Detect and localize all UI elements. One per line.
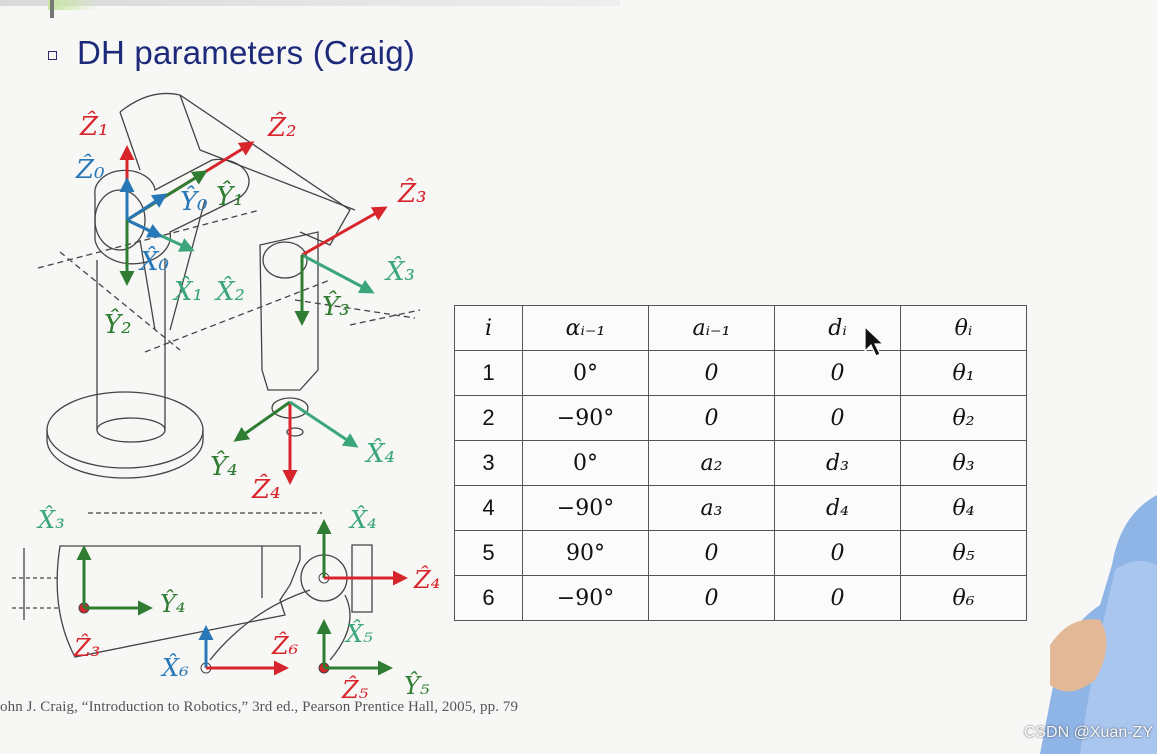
cell-d: d₃ [775, 441, 901, 486]
cell-d: 0 [775, 396, 901, 441]
table-row: 3 0° a₂ d₃ θ₃ [455, 441, 1027, 486]
square-bullet-icon [48, 51, 57, 60]
label-wrist-z3: Ẑ₃ [73, 633, 100, 662]
top-bar-tick [50, 0, 54, 18]
cell-a: a₂ [649, 441, 775, 486]
cell-d: d₄ [775, 486, 901, 531]
top-bar-accent [48, 0, 98, 10]
label-wrist-z5: Ẑ₅ [341, 675, 369, 700]
table-row: 6 −90° 0 0 θ₆ [455, 576, 1027, 621]
cell-alpha: −90° [523, 396, 649, 441]
header-alpha: αᵢ₋₁ [523, 306, 649, 351]
header-i: i [455, 306, 523, 351]
label-wrist-y5: Ŷ₅ [404, 671, 430, 700]
cell-a: a₃ [649, 486, 775, 531]
dh-parameter-table: i αᵢ₋₁ aᵢ₋₁ dᵢ θᵢ 1 0° 0 0 θ₁ 2 −90° 0 0… [454, 305, 1027, 621]
cell-a: 0 [649, 531, 775, 576]
label-wrist-x6: X̂₆ [160, 654, 189, 682]
cell-theta: θ₁ [901, 351, 1027, 396]
slide-heading: DH parameters (Craig) [48, 34, 415, 72]
y0-axis [127, 195, 165, 220]
header-theta: θᵢ [901, 306, 1027, 351]
label-y2: Ŷ₂ [104, 308, 132, 340]
label-y4: Ŷ₄ [210, 450, 238, 482]
cell-alpha: 0° [523, 441, 649, 486]
label-y0: Ŷ₀ [180, 185, 208, 217]
y4-axis [236, 402, 290, 440]
table-header-row: i αᵢ₋₁ aᵢ₋₁ dᵢ θᵢ [455, 306, 1027, 351]
cell-alpha: 90° [523, 531, 649, 576]
presenter-image [1040, 495, 1157, 754]
table-row: 4 −90° a₃ d₄ θ₄ [455, 486, 1027, 531]
citation-text: ohn J. Craig, “Introduction to Robotics,… [0, 699, 518, 716]
slide-title: DH parameters (Craig) [77, 34, 415, 72]
table-row: 2 −90° 0 0 θ₂ [455, 396, 1027, 441]
cell-alpha: −90° [523, 486, 649, 531]
label-wrist-x4: X̂₄ [348, 506, 377, 534]
label-wrist-z4: Ẑ₄ [413, 565, 440, 594]
cell-alpha: −90° [523, 576, 649, 621]
label-wrist-x5: X̂₅ [344, 620, 373, 648]
cell-theta: θ₆ [901, 576, 1027, 621]
cell-a: 0 [649, 351, 775, 396]
z3-axis [302, 208, 385, 255]
mouse-cursor-icon [862, 325, 884, 359]
watermark-text: CSDN @Xuan-ZY [1024, 724, 1153, 742]
label-z2: Ẑ₂ [267, 111, 297, 143]
label-y1: Ŷ₁ [216, 180, 244, 212]
label-z1: Ẑ₁ [79, 110, 109, 142]
cell-i: 1 [455, 351, 523, 396]
label-x2: X̂₂ [214, 276, 245, 307]
label-wrist-x3: X̂₃ [36, 506, 65, 534]
table-row: 5 90° 0 0 θ₅ [455, 531, 1027, 576]
cell-d: 0 [775, 531, 901, 576]
label-x3: X̂₃ [384, 256, 415, 287]
cell-i: 4 [455, 486, 523, 531]
label-x4: X̂₄ [364, 438, 395, 469]
label-x1: X̂₁ [172, 276, 203, 307]
puma-robot-figure: Ẑ₁ Ẑ₀ Ẑ₂ Ŷ₀ Ŷ₁ X̂₀ X̂₁ X̂₂ Ŷ₂ Ẑ₃ … [0, 80, 450, 700]
header-a: aᵢ₋₁ [649, 306, 775, 351]
label-wrist-y4: Ŷ₄ [160, 589, 185, 618]
cell-theta: θ₃ [901, 441, 1027, 486]
cell-i: 3 [455, 441, 523, 486]
cell-alpha: 0° [523, 351, 649, 396]
cell-i: 6 [455, 576, 523, 621]
cell-a: 0 [649, 576, 775, 621]
x4-axis [290, 402, 356, 446]
label-y3: Ŷ₃ [322, 290, 350, 322]
table-row: 1 0° 0 0 θ₁ [455, 351, 1027, 396]
x3-axis [302, 255, 372, 292]
cell-a: 0 [649, 396, 775, 441]
cell-i: 2 [455, 396, 523, 441]
cell-theta: θ₅ [901, 531, 1027, 576]
label-wrist-z6: Ẑ₆ [271, 631, 299, 660]
cell-i: 5 [455, 531, 523, 576]
cell-theta: θ₂ [901, 396, 1027, 441]
cell-d: 0 [775, 576, 901, 621]
x0-axis [127, 220, 160, 236]
slide-top-bar [0, 0, 620, 6]
cell-theta: θ₄ [901, 486, 1027, 531]
label-z3: Ẑ₃ [397, 177, 427, 209]
wrist-detail-drawing [12, 513, 372, 660]
label-z4: Ẑ₄ [251, 473, 281, 505]
label-x0: X̂₀ [138, 246, 170, 277]
label-z0: Ẑ₀ [75, 153, 105, 185]
